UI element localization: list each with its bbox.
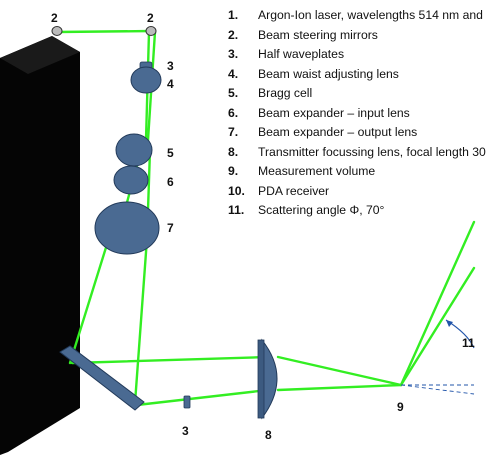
legend-text: Argon-Ion laser, wavelengths 514 nm and [258, 8, 483, 22]
legend-text: Beam waist adjusting lens [258, 66, 399, 81]
legend-number: 4. [228, 66, 239, 81]
legend-item: 8. Transmitter focussing lens, focal leng… [228, 143, 486, 163]
beam-expander-output-lens [94, 201, 160, 255]
legend-text: Beam expander – input lens [258, 105, 410, 120]
legend-text: Beam expander – output lens [258, 125, 418, 139]
optical-setup-diagram: 2 2 3 4 5 6 7 3 8 9 11 [0, 11, 476, 455]
beam-steering-mirror-left [51, 26, 63, 36]
legend-text: PDA receiver [258, 183, 330, 198]
legend-number: 10. [228, 183, 245, 198]
legend-number: 7. [228, 125, 239, 139]
legend-number: 11. [228, 203, 245, 217]
legend-item: 7. Beam expander – output lens [228, 123, 474, 143]
legend-item: 1. Argon-Ion laser, wavelengths 514 nm an… [228, 6, 483, 26]
scattering-angle-arc [445, 319, 475, 349]
label-focusing-lens: 8 [265, 428, 272, 442]
legend-text: Scattering angle Φ, 70° [258, 203, 385, 217]
beam-waist-lens [130, 66, 162, 94]
label-waist-lens: 4 [167, 77, 174, 91]
legend-number: 6. [228, 105, 239, 120]
beam-steering-mirror-right [145, 26, 157, 36]
legend-item: 9. Measurement volume [228, 162, 474, 182]
legend-item: 6. Beam expander – input lens [228, 104, 474, 124]
label-waveplate-bottom: 3 [182, 424, 189, 438]
legend-item: 4. Beam waist adjusting lens [228, 65, 474, 85]
half-waveplate-bottom [183, 395, 191, 409]
component-legend: 1. Argon-Ion laser, wavelengths 514 nm an… [228, 6, 486, 221]
legend-item: 2. Beam steering mirrors [228, 26, 474, 46]
optical-axis-dashed [400, 384, 475, 395]
label-waveplate-top: 3 [167, 59, 174, 73]
legend-text: Half waveplates [258, 47, 345, 61]
label-expander-input: 6 [167, 175, 174, 189]
legend-text: Measurement volume [258, 164, 376, 178]
legend-number: 2. [228, 27, 239, 42]
bragg-cell [115, 133, 153, 167]
label-mirror-left: 2 [51, 11, 58, 25]
legend-text: Beam steering mirrors [258, 27, 378, 42]
legend-item: 5. Bragg cell [228, 84, 474, 104]
legend-number: 9. [228, 164, 239, 178]
legend-number: 1. [228, 8, 239, 22]
beam-expander-input-lens [113, 165, 149, 195]
legend-item: 3. Half waveplates [228, 45, 474, 65]
legend-text: Transmitter focussing lens, focal length… [258, 144, 486, 159]
argon-ion-laser [0, 36, 80, 455]
legend-item: 11. Scattering angle Φ, 70° [228, 201, 474, 221]
legend-number: 5. [228, 86, 239, 100]
label-mirror-right: 2 [147, 11, 154, 25]
label-measurement-volume: 9 [397, 400, 404, 414]
transmitter-focusing-lens [257, 338, 278, 420]
beam-steering-bar [59, 345, 145, 411]
legend-number: 3. [228, 47, 239, 61]
label-bragg-cell: 5 [167, 146, 174, 160]
legend-item: 10. PDA receiver [228, 182, 474, 202]
legend-text: Bragg cell [258, 86, 313, 100]
label-scattering-angle: 11 [462, 336, 475, 350]
legend-number: 8. [228, 144, 239, 159]
label-expander-output: 7 [167, 221, 174, 235]
